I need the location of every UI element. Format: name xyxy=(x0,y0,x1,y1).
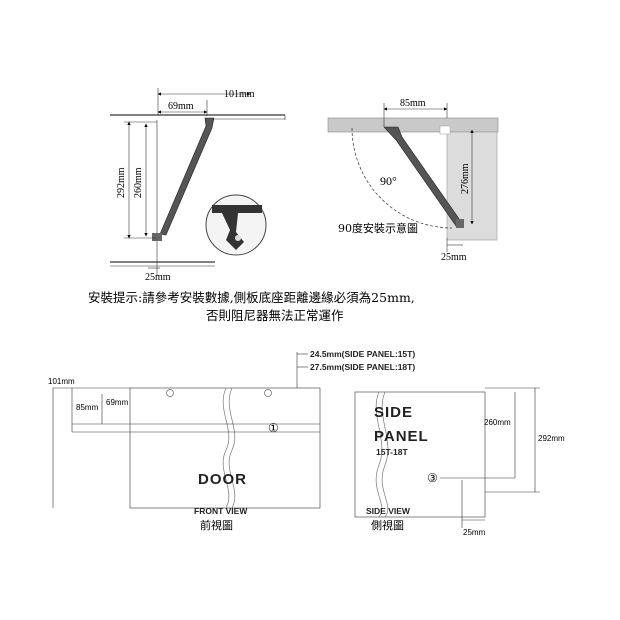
dim-276-label: 276mm xyxy=(460,163,471,194)
front-view: 101mm 85mm 69mm ① DOOR FRONT VIEW 前視圖 xyxy=(48,377,321,532)
diagram2-caption: 90度安裝示意圖 xyxy=(338,221,418,235)
sv-dim-25-label: 25mm xyxy=(463,528,486,537)
install-tip-line2: 否則阻尼器無法正常運作 xyxy=(206,308,344,323)
dim-25-label: 25mm xyxy=(145,272,171,283)
front-view-break-2 xyxy=(222,387,230,509)
dim-292-label: 292mm xyxy=(116,167,127,198)
dim-25-label-2: 25mm xyxy=(441,252,467,263)
fv-dim-101-label: 101mm xyxy=(48,377,75,386)
screw-hole-1 xyxy=(166,389,174,397)
install-tip-line1: 安裝提示:請參考安裝數據,側板底座距離邊緣必須為25mm, xyxy=(88,290,415,305)
fv-dim-69-label: 69mm xyxy=(106,398,129,407)
screw-hole-2 xyxy=(264,389,272,397)
hinge-diagram-top-left: 101mm 69mm 292mm 260mm 25mm xyxy=(110,88,286,283)
sv-marker-3: ③ xyxy=(427,471,438,485)
side-view-label: SIDE VIEW xyxy=(366,506,411,516)
strut-base xyxy=(152,233,162,241)
strut-base-2 xyxy=(456,219,464,228)
side-view-break-2 xyxy=(375,391,383,518)
top-panel xyxy=(327,117,499,133)
dim-101-label: 101mm xyxy=(224,89,255,100)
gas-strut-arm xyxy=(159,117,215,236)
door-label: DOOR xyxy=(198,471,247,488)
hinge-detail-zoom xyxy=(205,194,267,256)
sv-dim-292-label: 292mm xyxy=(538,434,565,443)
dim-69-label: 69mm xyxy=(168,101,194,112)
front-view-label: FRONT VIEW xyxy=(194,506,248,516)
side-panel-thickness: 15T-18T xyxy=(376,447,408,457)
fv-marker-1: ① xyxy=(268,421,279,435)
side-view-label-zh: 側視圖 xyxy=(371,518,404,532)
hinge-diagram-top-right: 85mm 90° 276mm 25mm 90度安裝示意圖 xyxy=(327,98,499,263)
dim-85-label: 85mm xyxy=(400,98,426,109)
side-view-break xyxy=(381,391,389,518)
angle-label: 90° xyxy=(380,174,397,188)
front-view-break xyxy=(228,387,236,509)
side-panel-outline xyxy=(354,391,486,518)
door-panel xyxy=(129,387,321,509)
note-15t: 24.5mm(SIDE PANEL:15T) xyxy=(310,349,415,359)
front-view-label-zh: 前視圖 xyxy=(200,518,233,532)
side-panel-title-1: SIDE xyxy=(374,404,413,421)
side-view: SIDE PANEL 15T-18T 24.5mm(SIDE PANEL:15T… xyxy=(296,349,565,537)
swing-arc xyxy=(351,127,453,229)
sv-dim-260-label: 260mm xyxy=(484,418,511,427)
side-panel-title-2: PANEL xyxy=(374,428,429,445)
side-panel-connector xyxy=(439,125,451,135)
dim-260-label: 260mm xyxy=(133,167,144,198)
fv-dim-85-label: 85mm xyxy=(76,403,99,412)
note-18t: 27.5mm(SIDE PANEL:18T) xyxy=(310,362,415,372)
